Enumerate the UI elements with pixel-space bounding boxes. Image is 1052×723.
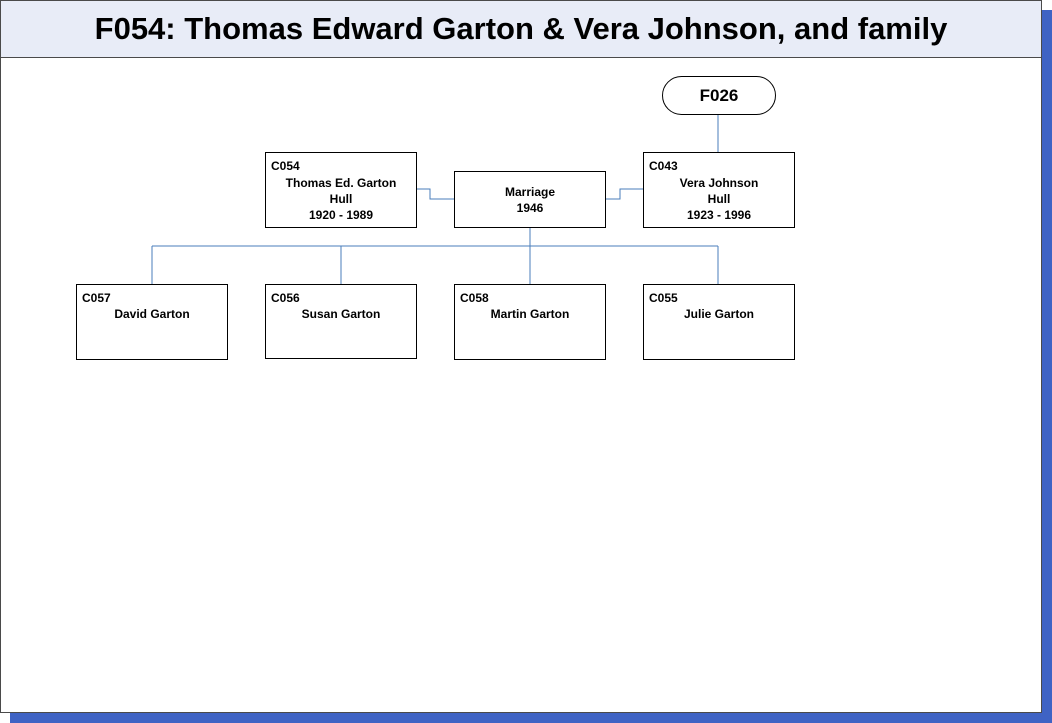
person-name: Vera Johnson (679, 176, 759, 190)
person-place: Hull (329, 192, 353, 206)
child-code: C055 (649, 291, 678, 305)
marriage-label: Marriage (504, 184, 556, 199)
person-name: Thomas Ed. Garton (285, 176, 397, 190)
parent-family-label: F026 (699, 85, 739, 105)
child-name: Julie Garton (683, 307, 754, 321)
child-code: C056 (271, 291, 300, 305)
person-dates: 1920 - 1989 (308, 208, 374, 222)
child-box-c058[interactable]: C058 Martin Garton (454, 284, 606, 360)
child-code: C057 (82, 291, 111, 305)
child-name: David Garton (114, 307, 190, 321)
person-box-wife[interactable]: C043 Vera Johnson Hull 1923 - 1996 (643, 152, 795, 228)
title-bar: F054: Thomas Edward Garton & Vera Johnso… (1, 1, 1041, 58)
child-code: C058 (460, 291, 489, 305)
child-box-c056[interactable]: C056 Susan Garton (265, 284, 417, 359)
person-code: C054 (271, 159, 300, 173)
connector-husband (416, 188, 455, 200)
child-name: Martin Garton (490, 307, 570, 321)
page-title: F054: Thomas Edward Garton & Vera Johnso… (94, 11, 948, 46)
person-dates: 1923 - 1996 (686, 208, 752, 222)
marriage-year: 1946 (516, 200, 544, 215)
person-code: C043 (649, 159, 678, 173)
child-name: Susan Garton (301, 307, 381, 321)
marriage-node[interactable]: Marriage 1946 (454, 171, 606, 228)
child-box-c057[interactable]: C057 David Garton (76, 284, 228, 360)
parent-family-node[interactable]: F026 (662, 76, 776, 115)
connector-wife (605, 188, 643, 200)
person-place: Hull (707, 192, 731, 206)
person-box-husband[interactable]: C054 Thomas Ed. Garton Hull 1920 - 1989 (265, 152, 417, 228)
child-box-c055[interactable]: C055 Julie Garton (643, 284, 795, 360)
